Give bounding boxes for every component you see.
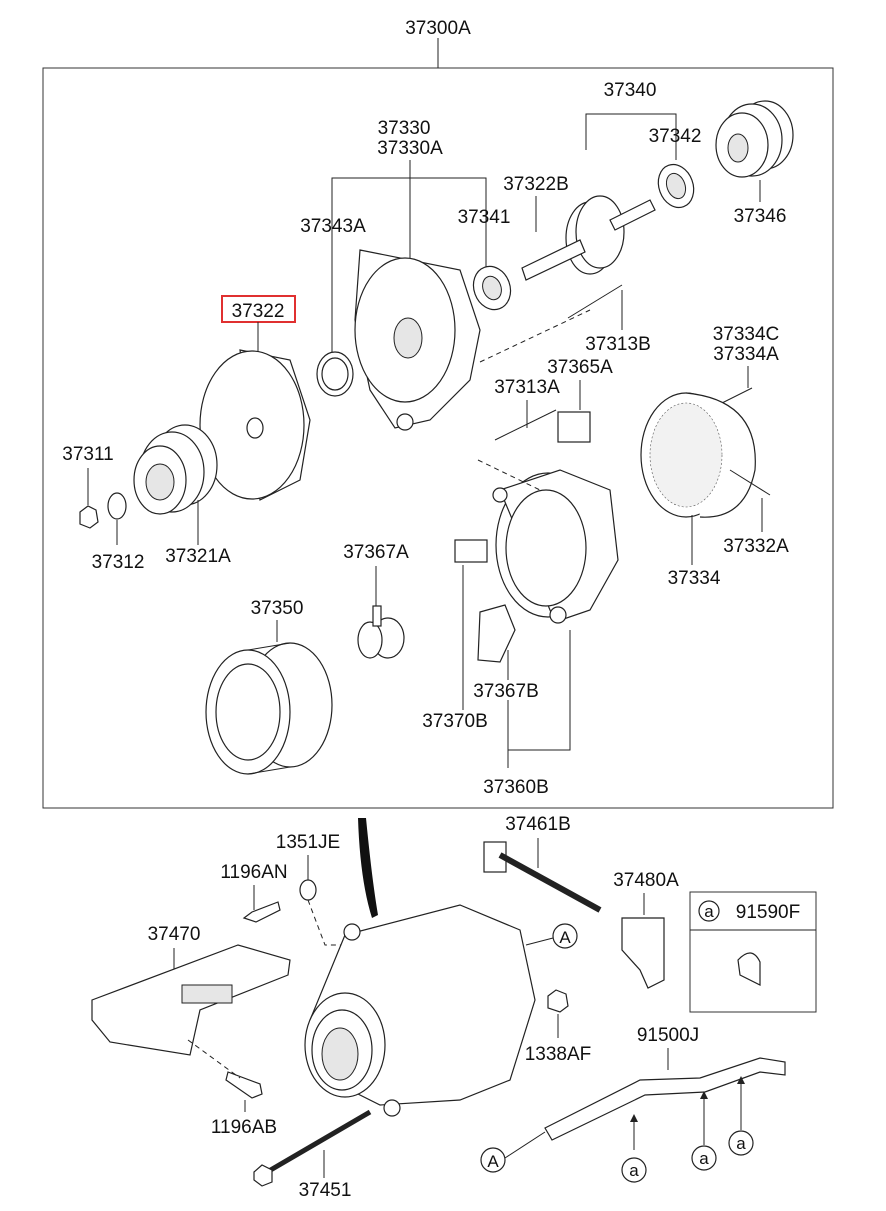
label-91500J[interactable]: 91500J [637, 1025, 699, 1046]
bolt-1196AB [225, 1071, 263, 1099]
svg-text:a: a [736, 1134, 746, 1153]
rear-cover-37334 [640, 392, 756, 518]
fan-37322 [199, 349, 311, 501]
drive-end-frame-37330 [354, 249, 481, 431]
rotor-37340 [521, 195, 656, 281]
stator-37350 [205, 642, 333, 775]
label-37334C[interactable]: 37334C [713, 324, 780, 345]
nut-37311 [79, 505, 99, 529]
label-37312[interactable]: 37312 [92, 552, 145, 573]
bearing-37342 [657, 163, 695, 209]
bracket-37480A [621, 917, 665, 989]
svg-text:a: a [629, 1161, 639, 1180]
label-1338AF[interactable]: 1338AF [525, 1044, 592, 1065]
label-37461B[interactable]: 37461B [505, 814, 571, 835]
washer-1351JE [299, 879, 317, 901]
label-37322[interactable]: 37322 [232, 301, 285, 322]
label-37334A[interactable]: 37334A [713, 344, 779, 365]
pulley-37321A [133, 424, 218, 515]
callout-A-bottom-text: A [487, 1152, 499, 1171]
callout-circle-a [698, 900, 720, 922]
label-37313B[interactable]: 37313B [585, 334, 651, 355]
label-37470[interactable]: 37470 [148, 924, 201, 945]
label-37321A[interactable]: 37321A [165, 546, 231, 567]
bolt-37451 [260, 1109, 372, 1178]
bolt-37461B [483, 841, 602, 913]
part-37367A [357, 605, 405, 659]
label-37365A[interactable]: 37365A [547, 357, 613, 378]
label-37322B[interactable]: 37322B [503, 174, 569, 195]
label-37480A[interactable]: 37480A [613, 870, 679, 891]
label-37342[interactable]: 37342 [649, 126, 702, 147]
label-37313A[interactable]: 37313A [494, 377, 560, 398]
callout-A-top-text: A [559, 928, 571, 947]
label-37367A[interactable]: 37367A [343, 542, 409, 563]
svg-text:a: a [699, 1149, 709, 1168]
nut-1338AF [547, 989, 569, 1013]
label-1351JE[interactable]: 1351JE [276, 832, 340, 853]
alternator-assembly [304, 904, 536, 1117]
regulator-37367B [477, 604, 516, 663]
label-37346[interactable]: 37346 [734, 206, 787, 227]
terminal-37365A [557, 411, 591, 443]
rear-frame-37360B [492, 469, 619, 624]
bracket-37470 [91, 944, 291, 1056]
label-37332A[interactable]: 37332A [723, 536, 789, 557]
bolt-1196AN [242, 901, 281, 923]
washer-37312 [107, 492, 127, 520]
label-37343A[interactable]: 37343A [300, 216, 366, 237]
pulley-37346 [715, 100, 794, 178]
callout-A-top [552, 923, 578, 949]
label-37334[interactable]: 37334 [668, 568, 721, 589]
assembly-label[interactable]: 37300A [405, 18, 471, 39]
part-37370B [454, 539, 488, 563]
clip-pointers: a a a [621, 1076, 754, 1183]
label-37451[interactable]: 37451 [299, 1180, 352, 1201]
harness-91500J [544, 1057, 786, 1141]
legend-callout: a [704, 902, 714, 921]
label-37330[interactable]: 37330 [378, 118, 431, 139]
label-37330A[interactable]: 37330A [377, 138, 443, 159]
bearing-37341 [472, 265, 512, 311]
label-37367B[interactable]: 37367B [473, 681, 539, 702]
label-1196AB[interactable]: 1196AB [211, 1117, 277, 1138]
label-1196AN[interactable]: 1196AN [220, 862, 287, 883]
insertion-arrow [358, 818, 378, 918]
label-37360B[interactable]: 37360B [483, 777, 549, 798]
label-37350[interactable]: 37350 [251, 598, 304, 619]
label-37340[interactable]: 37340 [604, 80, 657, 101]
label-37370B[interactable]: 37370B [422, 711, 488, 732]
label-37341[interactable]: 37341 [458, 207, 511, 228]
label-91590F[interactable]: 91590F [736, 902, 800, 923]
clip-91590F [737, 952, 761, 986]
callout-A-bottom [480, 1147, 506, 1173]
label-37311[interactable]: 37311 [62, 444, 113, 465]
